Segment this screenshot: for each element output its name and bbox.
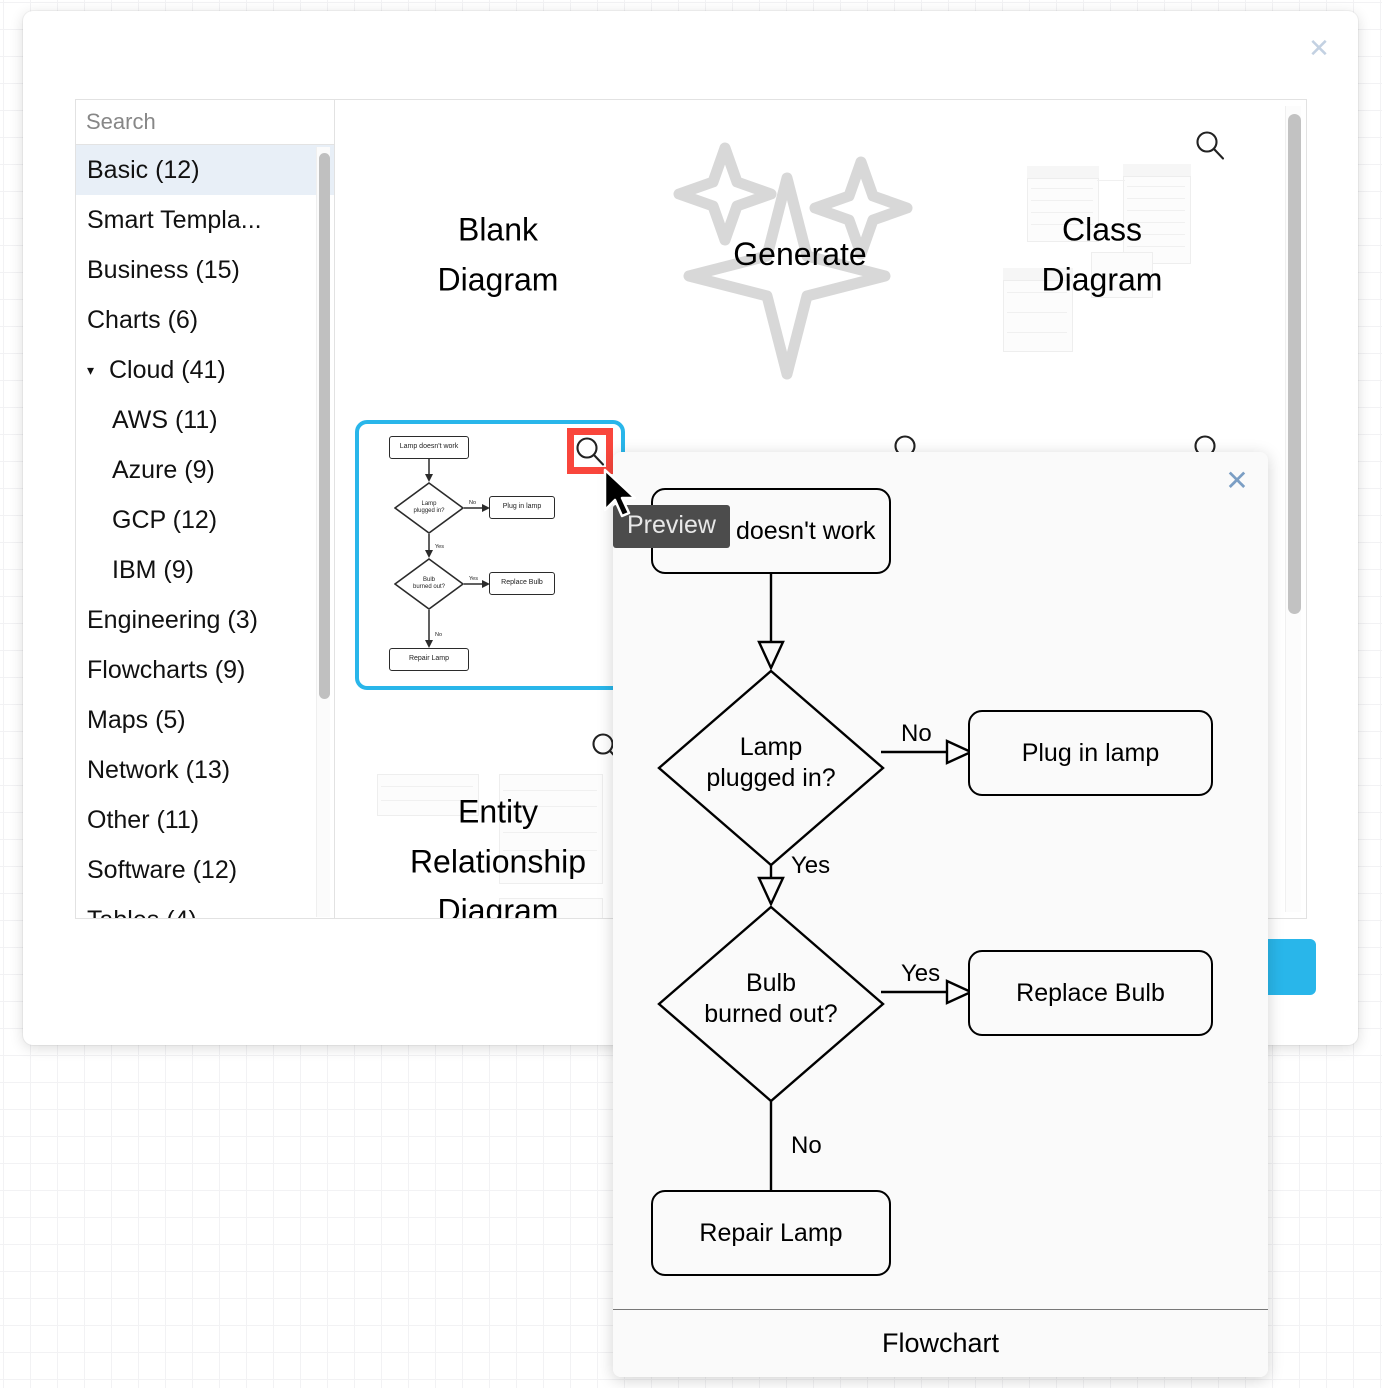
grid-scrollbar-thumb[interactable] [1288,114,1301,614]
preview-edge-label-yes-2: Yes [901,960,941,987]
sidebar-item-label: Network (13) [87,755,231,784]
search-row [76,100,334,145]
sidebar-item-network-13[interactable]: Network (13) [76,745,334,795]
sidebar-item-label: Software (12) [87,855,238,884]
template-card-generate[interactable]: Generate [665,120,935,390]
preview-title: Flowchart [613,1309,1268,1377]
preview-edge-label-no-2: No [791,1132,822,1159]
svg-text:No: No [469,500,476,506]
sidebar-scrollbar-thumb[interactable] [319,153,330,699]
sidebar-item-engineering-3[interactable]: Engineering (3) [76,595,334,645]
sidebar-item-smart-templa[interactable]: Smart Templa... [76,195,334,245]
sidebar-item-azure-9[interactable]: Azure (9) [76,445,334,495]
preview-close-icon[interactable]: ✕ [1225,465,1249,496]
search-input[interactable] [86,109,334,135]
sidebar-item-label: Cloud (41) [109,355,226,384]
sidebar-item-business-15[interactable]: Business (15) [76,245,334,295]
sidebar-item-label: Azure (9) [112,455,215,484]
preview-node-bulb [657,905,885,1103]
sidebar-item-label: Basic (12) [87,155,200,184]
grid-scrollbar-track[interactable] [1285,106,1301,912]
thumb-node-repair: Repair Lamp [389,648,469,671]
sidebar-scrollbar-track[interactable] [316,147,330,917]
preview-node-plugin: Plug in lamp [968,710,1213,796]
sidebar-item-aws-11[interactable]: AWS (11) [76,395,334,445]
sidebar-item-label: Business (15) [87,255,240,284]
sidebar-item-label: Smart Templa... [87,205,262,234]
preview-edge-label-yes-1: Yes [791,852,831,879]
svg-text:No: No [435,632,442,638]
preview-icon-class-diagram[interactable] [1193,128,1227,162]
sidebar-item-ibm-9[interactable]: IBM (9) [76,545,334,595]
sidebar-item-label: Flowcharts (9) [87,655,246,684]
sidebar-item-maps-5[interactable]: Maps (5) [76,695,334,745]
preview-node-replace: Replace Bulb [968,950,1213,1036]
svg-text:Yes: Yes [435,544,444,550]
sidebar-item-label: AWS (11) [112,405,218,434]
sidebar-item-flowcharts-9[interactable]: Flowcharts (9) [76,645,334,695]
sidebar-item-cloud-41[interactable]: ▾ Cloud (41) [76,345,334,395]
chevron-down-icon[interactable]: ▾ [87,361,95,378]
sidebar-item-label: IBM (9) [112,555,194,584]
sidebar-item-gcp-12[interactable]: GCP (12) [76,495,334,545]
sidebar-item-other-11[interactable]: Other (11) [76,795,334,845]
sidebar-item-tables-4[interactable]: Tables (4) [76,895,334,919]
thumb-node-start: Lamp doesn't work [389,436,469,459]
preview-tooltip: Preview [613,505,730,548]
svg-text:Yes: Yes [469,576,478,582]
sidebar-item-charts-6[interactable]: Charts (6) [76,295,334,345]
category-sidebar: Basic (12) Smart Templa... Business (15) Ch… [76,100,335,918]
category-list: Basic (12) Smart Templa... Business (15) Ch… [76,145,334,918]
preview-edge-label-no-1: No [901,720,932,747]
sparkles-icon [673,142,913,380]
sidebar-item-label: Maps (5) [87,705,186,734]
preview-icon-flowchart[interactable] [567,428,613,474]
sidebar-item-basic-12[interactable]: Basic (12) [76,145,334,195]
thumb-node-plugin: Plug in lamp [489,496,555,519]
preview-node-repair: Repair Lamp [651,1190,891,1276]
sidebar-item-label: GCP (12) [112,505,218,534]
sidebar-item-label: Other (11) [87,805,200,834]
sidebar-item-label: Tables (4) [87,906,197,919]
sidebar-item-label: Charts (6) [87,305,199,334]
preview-node-plugged [657,669,885,867]
sidebar-item-label: Engineering (3) [87,605,258,634]
thumb-node-replace: Replace Bulb [489,572,555,595]
sidebar-item-software-12[interactable]: Software (12) [76,845,334,895]
close-icon[interactable]: ✕ [1308,33,1330,63]
